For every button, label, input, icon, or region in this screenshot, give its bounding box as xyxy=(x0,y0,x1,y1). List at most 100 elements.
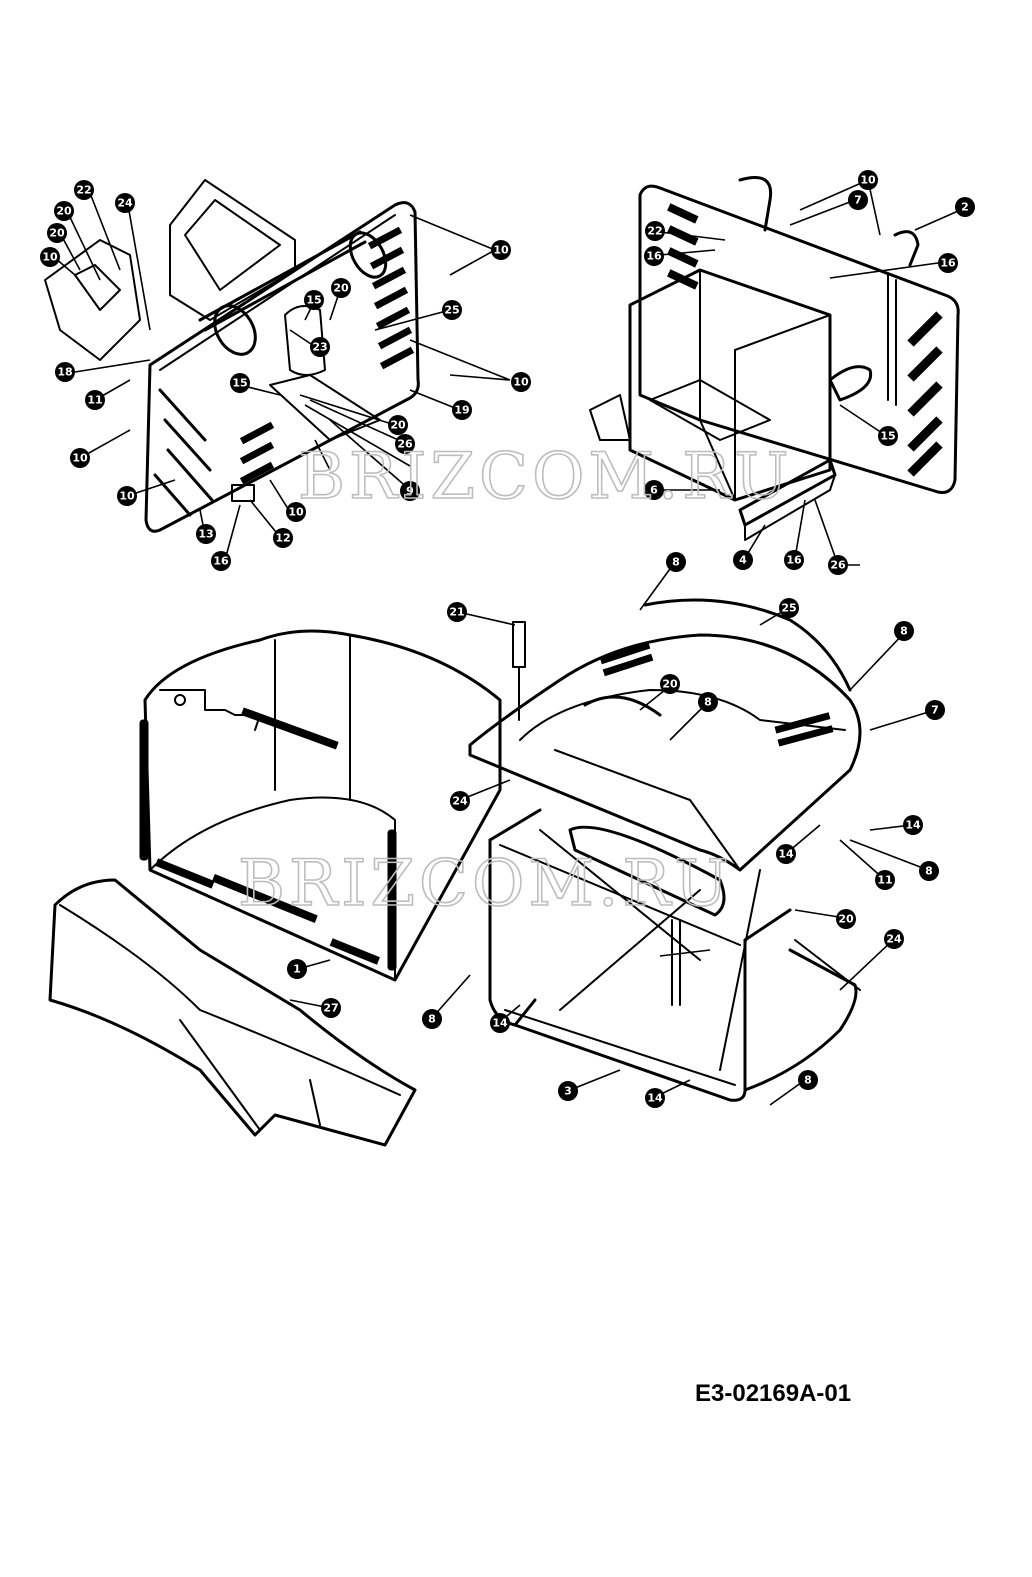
svg-text:25: 25 xyxy=(781,602,796,615)
svg-text:7: 7 xyxy=(931,704,939,717)
svg-text:14: 14 xyxy=(492,1017,508,1030)
callout-badge: 15 xyxy=(304,290,324,310)
svg-text:23: 23 xyxy=(312,341,327,354)
svg-text:16: 16 xyxy=(786,554,802,567)
callout-badge: 22 xyxy=(74,180,94,200)
callout-badge: 10 xyxy=(511,372,531,392)
callout-badge: 9 xyxy=(400,481,420,501)
callout-badge: 3 xyxy=(558,1081,578,1101)
callout-badge: 24 xyxy=(884,929,904,949)
left-assembly-drawing xyxy=(44,179,420,533)
callout-badge: 12 xyxy=(273,528,293,548)
svg-text:8: 8 xyxy=(900,625,908,638)
callout-badge: 24 xyxy=(115,193,135,213)
callout-badge: 20 xyxy=(660,674,680,694)
svg-text:15: 15 xyxy=(306,294,321,307)
watermarks: BRIZCOM.RU BRIZCOM.RU xyxy=(237,439,792,922)
svg-text:1: 1 xyxy=(293,963,301,976)
callout-badge: 1 xyxy=(287,959,307,979)
callout-badge: 10 xyxy=(70,448,90,468)
svg-text:16: 16 xyxy=(213,555,229,568)
svg-text:20: 20 xyxy=(390,419,406,432)
callout-badge: 16 xyxy=(938,253,958,273)
svg-text:20: 20 xyxy=(49,227,65,240)
callout-badge: 14 xyxy=(776,844,796,864)
svg-text:8: 8 xyxy=(428,1013,436,1026)
callout-badge: 8 xyxy=(919,861,939,881)
callout-badge: 10 xyxy=(858,170,878,190)
svg-text:24: 24 xyxy=(452,795,468,808)
svg-text:16: 16 xyxy=(646,250,662,263)
svg-text:8: 8 xyxy=(925,865,933,878)
callout-badge: 8 xyxy=(422,1009,442,1029)
callouts-bag-assembly: 8 21 25 8 20 8 7 24 14 8 11 14 20 24 8 1… xyxy=(287,552,945,1108)
callouts-right-assembly: 10 7 2 22 16 16 6 15 4 16 26 xyxy=(644,170,975,575)
callout-badge: 24 xyxy=(450,791,470,811)
callout-badge: 15 xyxy=(878,426,898,446)
callout-badge: 7 xyxy=(848,190,868,210)
svg-text:25: 25 xyxy=(444,304,459,317)
svg-text:8: 8 xyxy=(672,556,680,569)
callout-badge: 21 xyxy=(447,602,467,622)
callout-badge: 11 xyxy=(875,870,895,890)
svg-text:20: 20 xyxy=(56,205,72,218)
callout-badge: 14 xyxy=(645,1088,665,1108)
callout-badge: 16 xyxy=(644,246,664,266)
callout-leaders xyxy=(54,179,966,1106)
callout-badge: 8 xyxy=(894,621,914,641)
svg-text:10: 10 xyxy=(119,490,135,503)
callout-badge: 20 xyxy=(836,909,856,929)
callout-badge: 11 xyxy=(85,390,105,410)
callout-badge: 7 xyxy=(925,700,945,720)
svg-text:3: 3 xyxy=(564,1085,572,1098)
callout-badge: 10 xyxy=(40,247,60,267)
callout-badge: 8 xyxy=(666,552,686,572)
watermark-upper: BRIZCOM.RU xyxy=(298,440,792,514)
callout-badge: 27 xyxy=(321,998,341,1018)
svg-text:10: 10 xyxy=(513,376,529,389)
svg-text:14: 14 xyxy=(905,819,921,832)
svg-text:15: 15 xyxy=(232,377,247,390)
svg-text:10: 10 xyxy=(860,174,876,187)
drawing-code-label: E3-02169A-01 xyxy=(695,1380,852,1407)
svg-text:14: 14 xyxy=(778,848,794,861)
svg-text:9: 9 xyxy=(406,485,414,498)
svg-text:14: 14 xyxy=(647,1092,663,1105)
callout-badge: 19 xyxy=(452,400,472,420)
watermark-lower: BRIZCOM.RU xyxy=(238,847,732,921)
svg-text:19: 19 xyxy=(454,404,469,417)
callout-badge: 10 xyxy=(117,486,137,506)
callout-badge: 15 xyxy=(230,373,250,393)
callout-badge: 16 xyxy=(784,550,804,570)
svg-text:10: 10 xyxy=(72,452,88,465)
svg-text:11: 11 xyxy=(877,874,892,887)
svg-text:22: 22 xyxy=(76,184,91,197)
svg-text:22: 22 xyxy=(647,225,662,238)
grass-bag-drawing xyxy=(48,598,862,1147)
callout-badge: 8 xyxy=(798,1070,818,1090)
callout-badge: 13 xyxy=(196,524,216,544)
svg-text:27: 27 xyxy=(323,1002,338,1015)
svg-text:18: 18 xyxy=(57,366,72,379)
callout-badge: 20 xyxy=(331,278,351,298)
callouts-left-assembly: 22 24 20 20 10 18 10 20 25 15 23 15 10 1… xyxy=(40,180,531,571)
svg-text:10: 10 xyxy=(493,244,509,257)
svg-text:6: 6 xyxy=(650,484,658,497)
svg-text:24: 24 xyxy=(886,933,902,946)
callout-badge: 10 xyxy=(286,502,306,522)
callout-badge: 20 xyxy=(388,415,408,435)
right-assembly-drawing xyxy=(589,176,960,541)
callout-badge: 8 xyxy=(698,692,718,712)
svg-text:15: 15 xyxy=(880,430,895,443)
callout-badge: 23 xyxy=(310,337,330,357)
callout-badge: 26 xyxy=(395,434,415,454)
svg-text:20: 20 xyxy=(662,678,678,691)
callout-badge: 14 xyxy=(903,815,923,835)
callout-badge: 14 xyxy=(490,1013,510,1033)
callout-badge: 25 xyxy=(779,598,799,618)
svg-text:26: 26 xyxy=(397,438,413,451)
svg-text:20: 20 xyxy=(333,282,349,295)
svg-text:8: 8 xyxy=(804,1074,812,1087)
svg-text:8: 8 xyxy=(704,696,712,709)
